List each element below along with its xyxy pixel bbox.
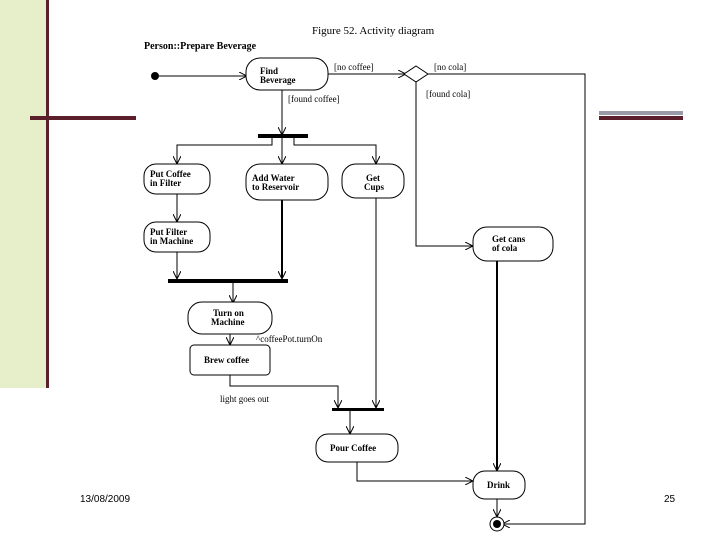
find-beverage-line1: Find <box>260 66 278 76</box>
flow-brew-to-join2 <box>229 375 338 407</box>
decorative-line-left <box>30 116 136 120</box>
decorative-line-right-gray <box>599 111 683 115</box>
diagram-title: Person::Prepare Beverage <box>144 41 257 52</box>
get-cola-line2: of cola <box>492 243 518 253</box>
get-cups-line1: Get <box>366 173 380 183</box>
put-coffee-line1: Put Coffee <box>150 169 191 179</box>
decision-node <box>403 65 429 83</box>
get-cups-line2: Cups <box>364 182 385 192</box>
brew-coffee-label: Brew coffee <box>204 355 249 365</box>
event-coffee-pot-on: ^coffeePot.turnOn <box>256 334 323 344</box>
flow-found-cola <box>415 82 472 246</box>
guard-no-cola: [no cola] <box>434 62 466 72</box>
fork-bar <box>258 134 308 138</box>
left-accent-bar <box>0 0 49 388</box>
figure-caption: Figure 52. Activity diagram <box>312 25 435 37</box>
decorative-line-right <box>599 116 683 120</box>
guard-found-cola: [found cola] <box>426 89 470 99</box>
join-bar <box>168 279 288 283</box>
activity-drink <box>472 470 526 500</box>
turn-on-line1: Turn on <box>213 308 244 318</box>
drink-label: Drink <box>487 480 510 490</box>
flow-no-cola-to-final <box>428 73 586 524</box>
turn-on-line2: Machine <box>211 317 245 327</box>
put-filter-line2: in Machine <box>150 236 193 246</box>
find-beverage-line2: Beverage <box>260 75 295 85</box>
flow-fork-to-put-coffee <box>177 138 273 163</box>
event-light-goes-out: light goes out <box>220 394 269 404</box>
guard-no-coffee: [no coffee] <box>334 62 374 72</box>
guard-found-coffee: [found coffee] <box>288 94 340 104</box>
initial-node <box>151 72 159 80</box>
put-filter-line1: Put Filter <box>150 227 187 237</box>
activity-get-cups <box>341 163 405 199</box>
final-node-inner <box>493 520 501 528</box>
activity-find-beverage <box>245 57 329 91</box>
flow-pour-to-drink <box>356 462 472 481</box>
get-cola-line1: Get cans <box>492 234 526 244</box>
add-water-line2: to Reservoir <box>252 182 299 192</box>
activity-diagram-figure: Figure 52. Activity diagram Person::Prep… <box>136 22 599 540</box>
footer-page-number: 25 <box>664 494 676 505</box>
pour-coffee-label: Pour Coffee <box>330 443 376 453</box>
join-bar-2 <box>332 408 384 411</box>
activity-diagram: Figure 52. Activity diagram Person::Prep… <box>143 25 586 532</box>
footer-date: 13/08/2009 <box>80 494 131 505</box>
put-coffee-line2: in Filter <box>150 178 181 188</box>
flow-fork-to-get-cups <box>293 138 376 163</box>
add-water-line1: Add Water <box>252 173 295 183</box>
activity-get-cans-of-cola <box>472 226 554 262</box>
activity-add-water <box>245 163 329 201</box>
